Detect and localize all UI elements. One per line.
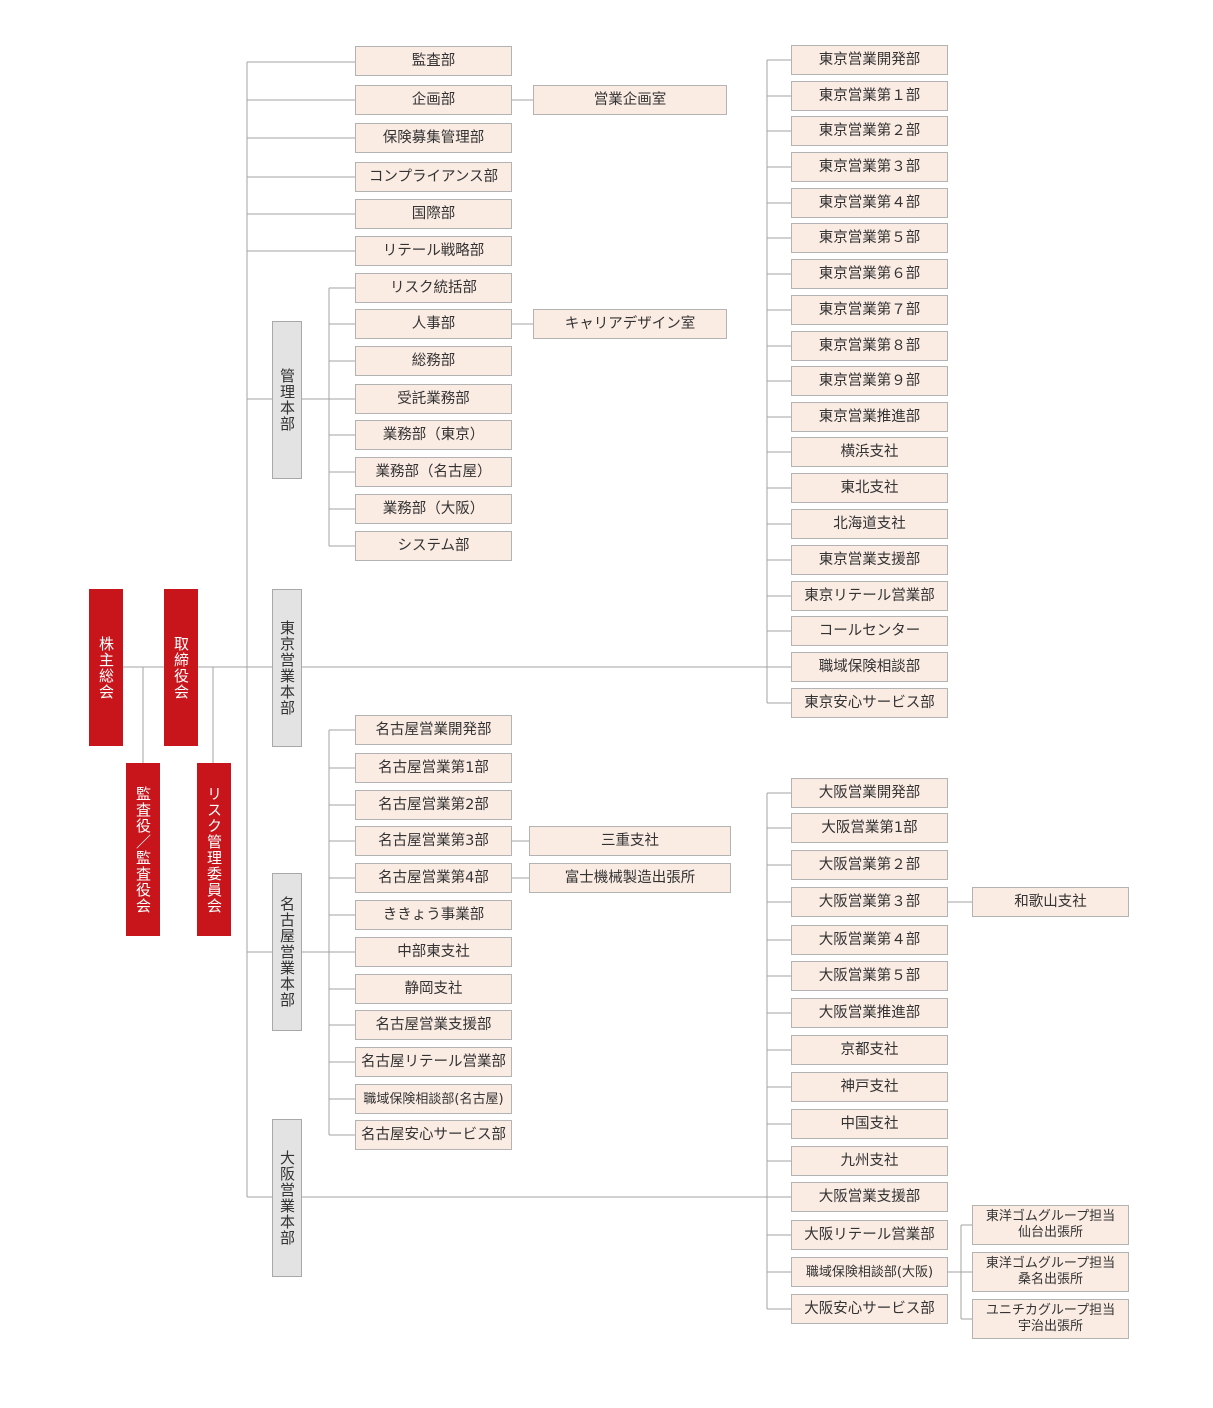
auditors-box: 監査役／監査役会 bbox=[126, 763, 160, 936]
sub-unit-box: ユニチカグループ担当 宇治出張所 bbox=[972, 1299, 1129, 1339]
division-tokyo-sales: 東京営業本部 bbox=[272, 589, 302, 747]
dept-box: 職域保険相談部 bbox=[791, 652, 948, 682]
dept-box: ききょう事業部 bbox=[355, 900, 512, 930]
dept-box: 職域保険相談部(大阪) bbox=[791, 1257, 948, 1287]
dept-box: 大阪営業開発部 bbox=[791, 778, 948, 808]
dept-box: 名古屋営業支援部 bbox=[355, 1010, 512, 1040]
dept-box: 大阪リテール営業部 bbox=[791, 1220, 948, 1250]
sub-unit-box: 富士機械製造出張所 bbox=[529, 863, 731, 893]
sub-unit-box: 和歌山支社 bbox=[972, 887, 1129, 917]
division-management: 管理本部 bbox=[272, 321, 302, 479]
sub-unit-box: 東洋ゴムグループ担当 仙台出張所 bbox=[972, 1205, 1129, 1245]
sub-unit-box: 営業企画室 bbox=[533, 85, 727, 115]
dept-box: 静岡支社 bbox=[355, 974, 512, 1004]
dept-box: 大阪営業第1部 bbox=[791, 813, 948, 843]
dept-box: コールセンター bbox=[791, 616, 948, 646]
dept-box: 東京営業開発部 bbox=[791, 45, 948, 75]
dept-box: 名古屋リテール営業部 bbox=[355, 1047, 512, 1077]
dept-box: 東京営業第６部 bbox=[791, 259, 948, 289]
dept-box: 名古屋営業第2部 bbox=[355, 790, 512, 820]
dept-box: 東京営業第５部 bbox=[791, 223, 948, 253]
dept-box: 東京リテール営業部 bbox=[791, 581, 948, 611]
dept-box: 東京営業支援部 bbox=[791, 545, 948, 575]
dept-box: 国際部 bbox=[355, 199, 512, 229]
shareholders-meeting-label: 株主総会 bbox=[97, 635, 115, 700]
dept-box: 名古屋営業開発部 bbox=[355, 715, 512, 745]
dept-box: 大阪営業支援部 bbox=[791, 1182, 948, 1212]
dept-box: 中国支社 bbox=[791, 1109, 948, 1139]
shareholders-meeting-box: 株主総会 bbox=[89, 589, 123, 746]
dept-box: 大阪営業第２部 bbox=[791, 850, 948, 880]
dept-box: 東京営業推進部 bbox=[791, 402, 948, 432]
dept-box: 大阪営業推進部 bbox=[791, 998, 948, 1028]
dept-box: 名古屋営業第1部 bbox=[355, 753, 512, 783]
dept-box: 東京営業第９部 bbox=[791, 366, 948, 396]
dept-box: 大阪安心サービス部 bbox=[791, 1294, 948, 1324]
dept-box: 受託業務部 bbox=[355, 384, 512, 414]
dept-box: システム部 bbox=[355, 531, 512, 561]
dept-box: 業務部（名古屋） bbox=[355, 457, 512, 487]
auditors-label: 監査役／監査役会 bbox=[134, 785, 152, 914]
dept-box: 東京営業第４部 bbox=[791, 188, 948, 218]
risk-committee-box: リスク管理委員会 bbox=[197, 763, 231, 936]
dept-box: リテール戦略部 bbox=[355, 236, 512, 266]
dept-box: 北海道支社 bbox=[791, 509, 948, 539]
dept-box: 名古屋営業第3部 bbox=[355, 826, 512, 856]
dept-box: 業務部（東京） bbox=[355, 420, 512, 450]
division-tokyo-sales-label: 東京営業本部 bbox=[278, 620, 296, 716]
dept-box: 九州支社 bbox=[791, 1146, 948, 1176]
division-nagoya-sales-label: 名古屋営業本部 bbox=[278, 896, 296, 1008]
dept-box: 東京営業第７部 bbox=[791, 295, 948, 325]
dept-box: 東北支社 bbox=[791, 473, 948, 503]
dept-box: 神戸支社 bbox=[791, 1072, 948, 1102]
dept-box: 総務部 bbox=[355, 346, 512, 376]
board-of-directors-label: 取締役会 bbox=[172, 635, 190, 700]
sub-unit-box: 三重支社 bbox=[529, 826, 731, 856]
division-management-label: 管理本部 bbox=[278, 368, 296, 432]
dept-box: 東京営業第３部 bbox=[791, 152, 948, 182]
dept-box: 横浜支社 bbox=[791, 437, 948, 467]
dept-box: 大阪営業第３部 bbox=[791, 887, 948, 917]
dept-box: 東京安心サービス部 bbox=[791, 688, 948, 718]
dept-box: 保険募集管理部 bbox=[355, 123, 512, 153]
dept-box: 大阪営業第５部 bbox=[791, 961, 948, 991]
dept-box: 名古屋安心サービス部 bbox=[355, 1120, 512, 1150]
dept-box: 人事部 bbox=[355, 309, 512, 339]
dept-box: コンプライアンス部 bbox=[355, 162, 512, 192]
dept-box: 業務部（大阪） bbox=[355, 494, 512, 524]
dept-box: 企画部 bbox=[355, 85, 512, 115]
division-osaka-sales-label: 大阪営業本部 bbox=[278, 1150, 296, 1246]
risk-committee-label: リスク管理委員会 bbox=[205, 785, 223, 914]
dept-box: 京都支社 bbox=[791, 1035, 948, 1065]
dept-box: 監査部 bbox=[355, 46, 512, 76]
sub-unit-box: キャリアデザイン室 bbox=[533, 309, 727, 339]
sub-unit-box: 東洋ゴムグループ担当 桑名出張所 bbox=[972, 1252, 1129, 1292]
dept-box: 東京営業第８部 bbox=[791, 331, 948, 361]
division-osaka-sales: 大阪営業本部 bbox=[272, 1119, 302, 1277]
dept-box: 職域保険相談部(名古屋) bbox=[355, 1084, 512, 1114]
dept-box: リスク統括部 bbox=[355, 273, 512, 303]
dept-box: 東京営業第２部 bbox=[791, 116, 948, 146]
dept-box: 中部東支社 bbox=[355, 937, 512, 967]
dept-box: 東京営業第１部 bbox=[791, 81, 948, 111]
division-nagoya-sales: 名古屋営業本部 bbox=[272, 873, 302, 1031]
dept-box: 大阪営業第４部 bbox=[791, 925, 948, 955]
board-of-directors-box: 取締役会 bbox=[164, 589, 198, 746]
dept-box: 名古屋営業第4部 bbox=[355, 863, 512, 893]
